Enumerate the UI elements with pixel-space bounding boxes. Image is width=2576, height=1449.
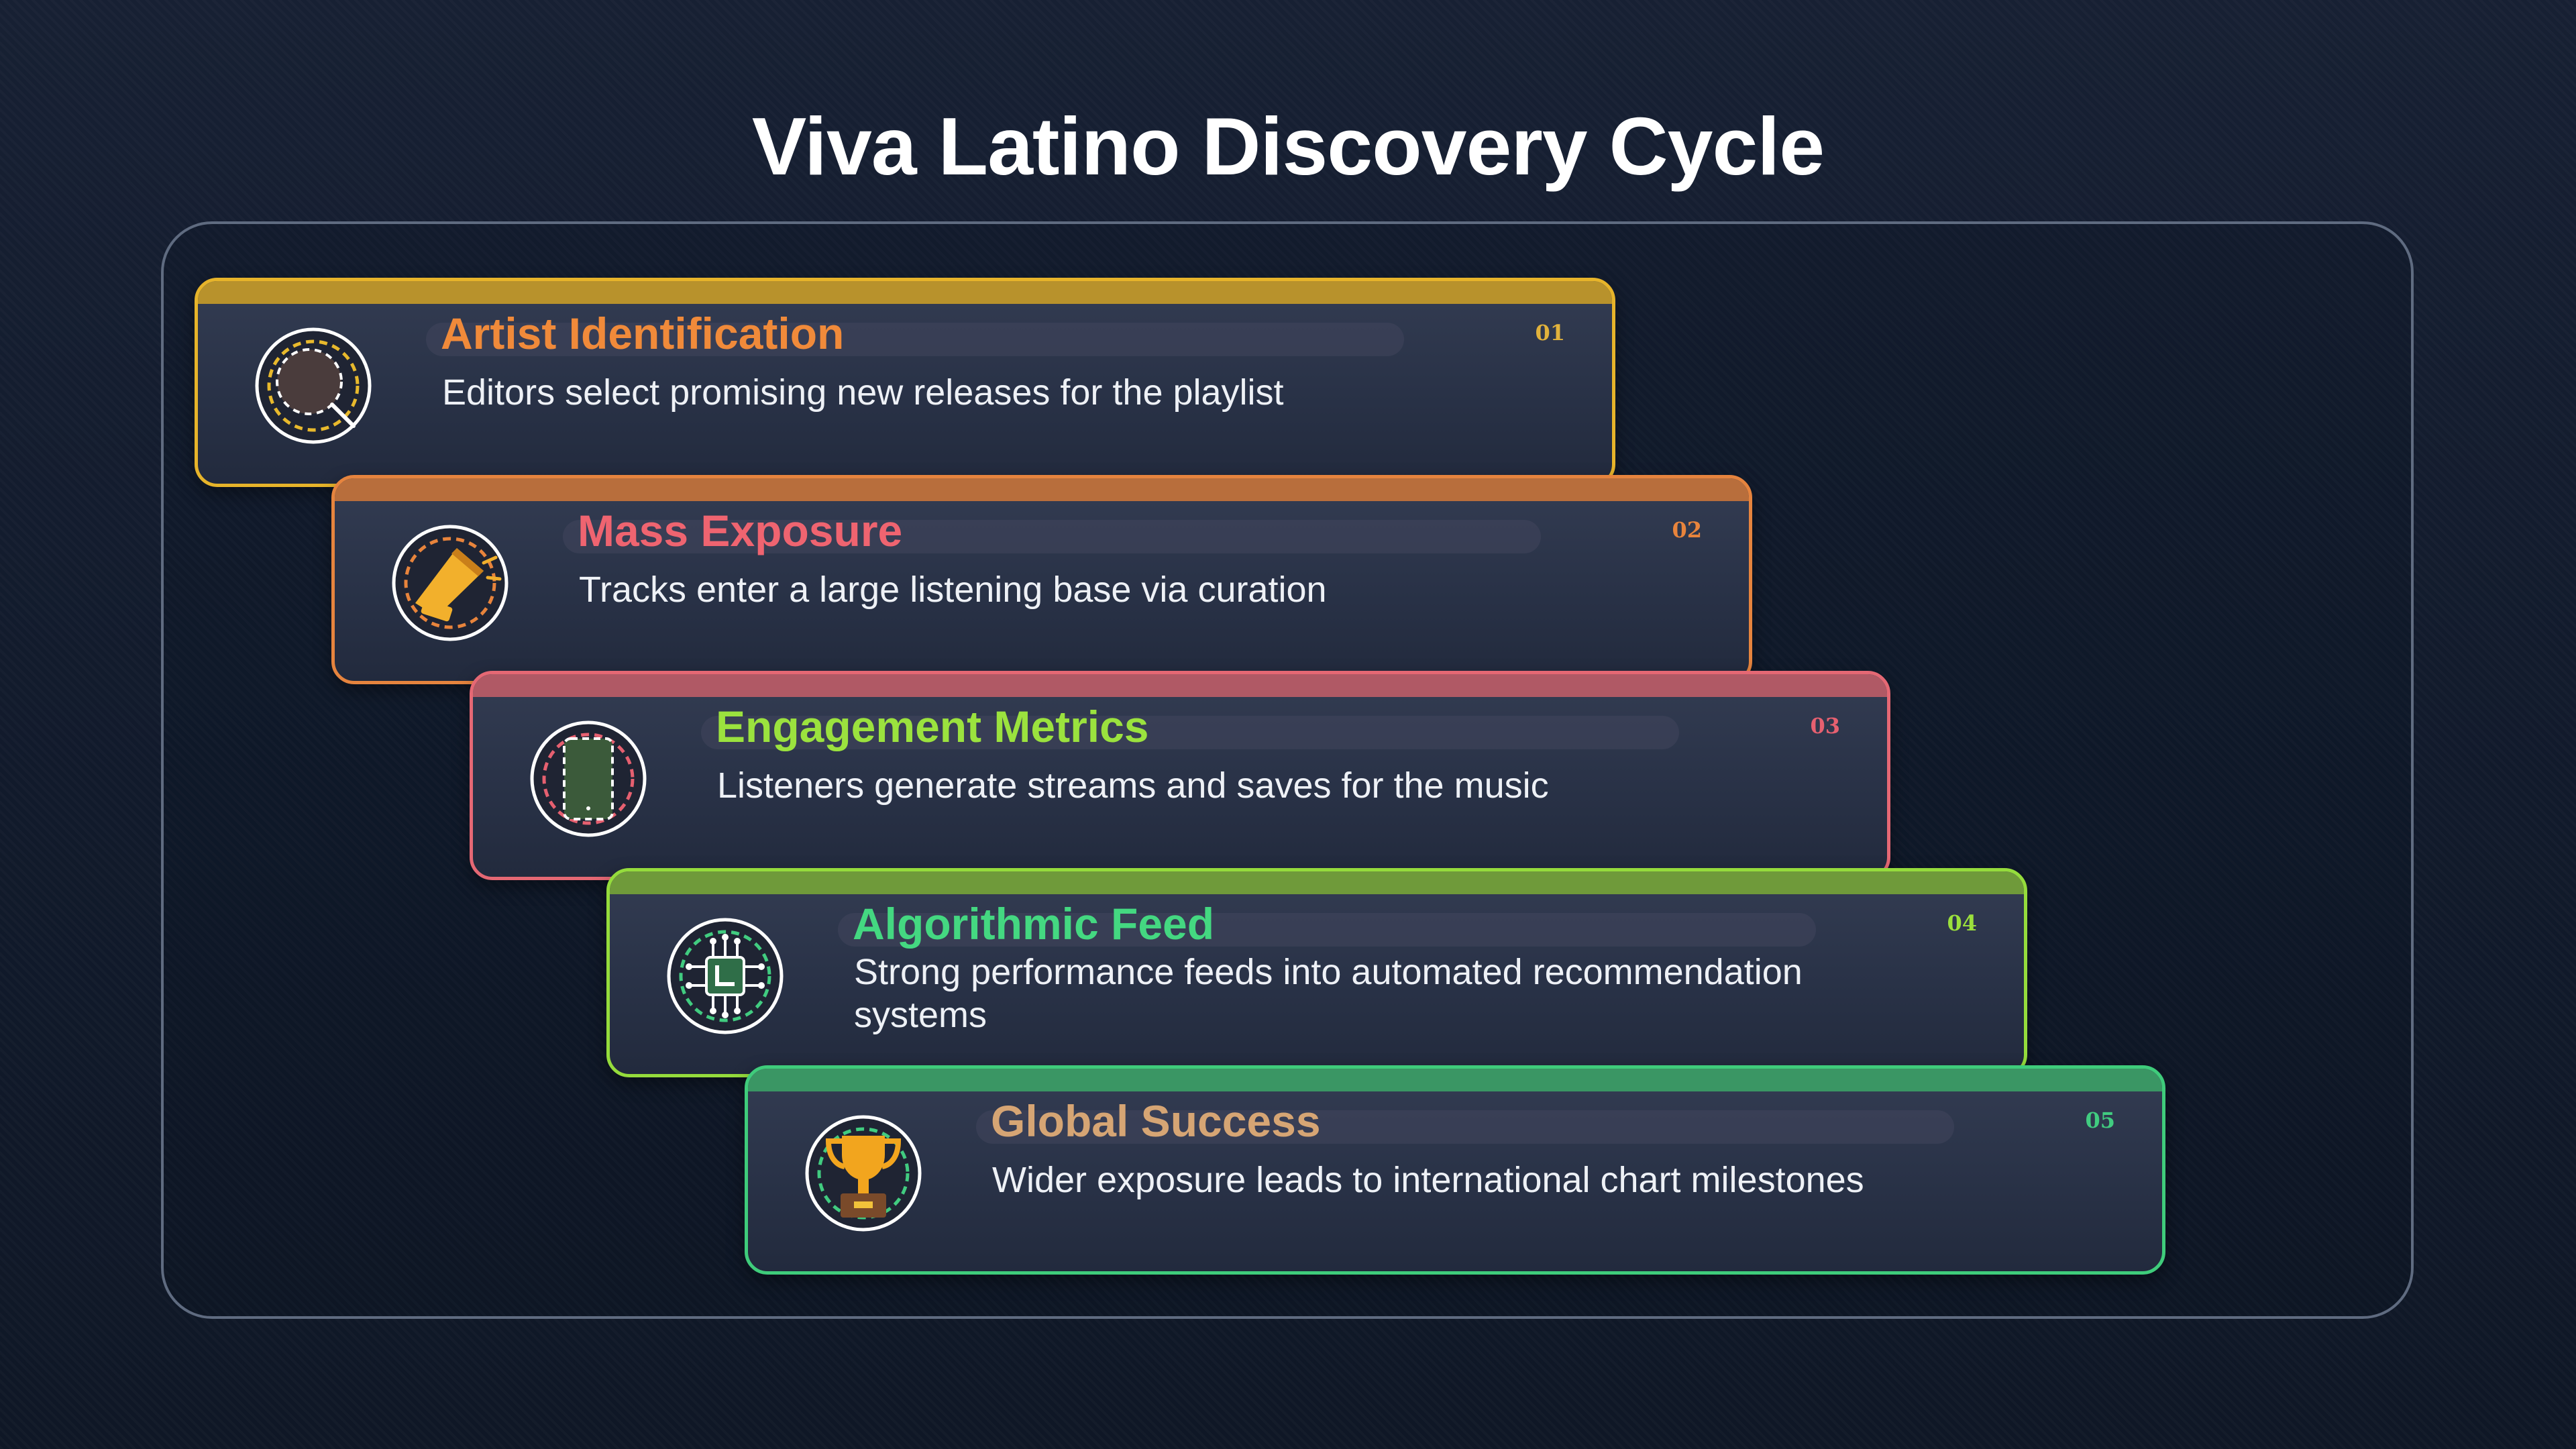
title-track — [426, 323, 1404, 356]
card-accent-band — [473, 674, 1887, 697]
circuit-chip-icon — [665, 916, 786, 1036]
smartphone-icon — [528, 718, 649, 839]
step-title: Engagement Metrics — [716, 702, 1149, 751]
step-description: Wider exposure leads to international ch… — [992, 1160, 1864, 1200]
title-track — [701, 716, 1679, 749]
megaphone-icon — [390, 523, 511, 643]
step-number: 02 — [1672, 517, 1702, 543]
step-card-algorithmic-feed: Algorithmic Feed Strong performance feed… — [606, 868, 2027, 1077]
magnifier-icon — [253, 325, 374, 446]
step-description: Tracks enter a large listening base via … — [579, 570, 1327, 610]
step-card-mass-exposure: Mass Exposure Tracks enter a large liste… — [331, 475, 1752, 684]
card-accent-band — [198, 281, 1612, 304]
step-title: Mass Exposure — [578, 506, 903, 555]
step-card-artist-identification: Artist Identification Editors select pro… — [195, 278, 1615, 487]
trophy-icon — [803, 1113, 924, 1234]
step-title: Global Success — [991, 1096, 1321, 1146]
step-number: 04 — [1947, 910, 1977, 936]
card-accent-band — [335, 478, 1749, 501]
step-number: 01 — [1535, 320, 1565, 345]
step-description: Listeners generate streams and saves for… — [717, 765, 1549, 806]
card-accent-band — [610, 871, 2024, 894]
step-description: Strong performance feeds into automated … — [854, 952, 1803, 1035]
step-number: 05 — [2085, 1108, 2115, 1133]
step-number: 03 — [1810, 713, 1840, 739]
step-card-engagement-metrics: Engagement Metrics Listeners generate st… — [470, 671, 1890, 880]
step-description: Editors select promising new releases fo… — [442, 372, 1284, 413]
title-track — [976, 1110, 1954, 1144]
title-track — [563, 520, 1541, 553]
step-card-global-success: Global Success Wider exposure leads to i… — [745, 1065, 2165, 1275]
step-title: Artist Identification — [441, 309, 845, 358]
card-accent-band — [748, 1069, 2162, 1091]
title-track — [838, 913, 1816, 947]
page-title: Viva Latino Discovery Cycle — [751, 101, 1825, 192]
step-title: Algorithmic Feed — [853, 899, 1215, 949]
